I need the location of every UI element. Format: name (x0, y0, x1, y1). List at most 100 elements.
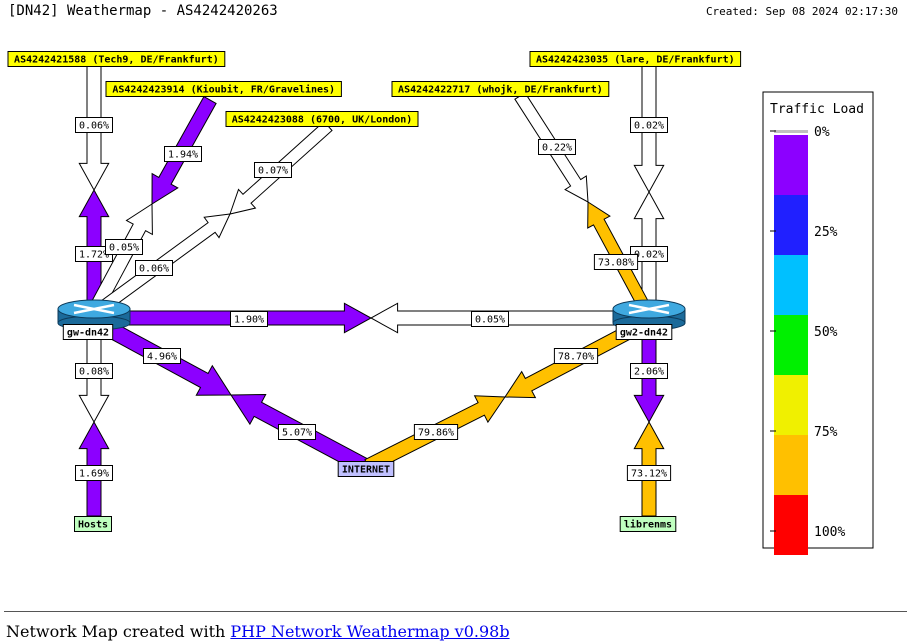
label-gw2-gw-text: 0.05% (475, 315, 505, 326)
node-lare-text: AS4242423035 (lare, DE/Frankfurt) (536, 55, 735, 66)
node-kioubit-box (105, 81, 342, 97)
label-lare-down-box (630, 117, 668, 133)
label-whojk-up-text: 73.08% (598, 258, 634, 269)
node-gw2-dn42-text: gw2-dn42 (620, 328, 668, 339)
label-gw-internet-box (143, 348, 181, 364)
label-whojk-down: 0.22% (538, 139, 576, 155)
node-tech9: AS4242421588 (Tech9, DE/Frankfurt) (7, 51, 226, 67)
footer-text: Network Map created with (6, 622, 231, 641)
node-lare: AS4242423035 (lare, DE/Frankfurt) (529, 51, 742, 67)
node-gw-dn42: gw-dn42 (62, 324, 114, 340)
legend-band (774, 375, 808, 435)
node-tech9-box (7, 51, 226, 67)
label-tech9-down-box (75, 117, 113, 133)
legend-label: 100% (814, 525, 845, 540)
link-gw-to-kioubit (87, 203, 153, 316)
label-gw2-librenms: 2.06% (630, 363, 668, 379)
legend-band (774, 195, 808, 255)
node-kioubit: AS4242423914 (Kioubit, FR/Gravelines) (105, 81, 342, 97)
label-internet-gw-text: 5.07% (282, 428, 312, 439)
node-hosts: Hosts (74, 516, 112, 532)
label-london-up-box (135, 260, 173, 276)
node-whojk-text: AS4242422717 (whojk, DE/Frankfurt) (398, 84, 603, 96)
label-gw2-librenms-box (630, 363, 668, 379)
label-internet-gw2-box (413, 424, 459, 440)
legend-band (774, 435, 808, 495)
router-gw-dn42-icon-arrows-icon (73, 303, 115, 315)
label-kioubit-up-text: 0.05% (109, 243, 139, 254)
node-lare-box (529, 51, 742, 67)
label-gw-gw2-box (230, 311, 268, 327)
label-gw-hosts-box (75, 363, 113, 379)
node-gw-dn42-box (62, 324, 114, 340)
label-kioubit-down-box (164, 146, 202, 162)
legend-title: Traffic Load (770, 102, 864, 117)
node-librenms-text: librenms (624, 519, 672, 531)
node-kioubit-text: AS4242423914 (Kioubit, FR/Gravelines) (112, 84, 335, 96)
label-tech9-down-text: 0.06% (79, 121, 109, 132)
legend-band (774, 255, 808, 315)
label-whojk-down-box (538, 139, 576, 155)
node-gw-dn42-text: gw-dn42 (67, 328, 109, 339)
legend-label: 75% (814, 425, 838, 440)
node-whojk-box (391, 81, 610, 97)
legend-band (774, 135, 808, 195)
label-gw2-gw: 0.05% (471, 311, 509, 327)
label-gw-hosts-text: 0.08% (79, 367, 109, 378)
footer: Network Map created with PHP Network Wea… (6, 622, 510, 641)
label-internet-gw: 5.07% (278, 424, 316, 440)
label-kioubit-up: 0.05% (105, 239, 143, 255)
label-whojk-up: 73.08% (593, 254, 639, 270)
label-librenms-gw2: 73.12% (626, 465, 672, 481)
label-gw2-internet-box (553, 348, 599, 364)
label-gw-hosts: 0.08% (75, 363, 113, 379)
created-timestamp: Created: Sep 08 2024 02:17:30 (706, 5, 898, 18)
label-london-up: 0.06% (135, 260, 173, 276)
label-internet-gw2-text: 79.86% (418, 428, 454, 439)
legend-label: 25% (814, 225, 838, 240)
label-internet-gw-box (278, 424, 316, 440)
label-librenms-gw2-box (626, 465, 672, 481)
label-london-up-text: 0.06% (139, 264, 169, 275)
map-title: [DN42] Weathermap - AS4242420263 (8, 3, 278, 19)
legend-band (774, 315, 808, 375)
label-librenms-gw2-text: 73.12% (631, 469, 667, 480)
label-kioubit-down-text: 1.94% (168, 150, 198, 161)
label-kioubit-up-box (105, 239, 143, 255)
label-gw-internet-text: 4.96% (147, 352, 177, 363)
weathermap-link[interactable]: PHP Network Weathermap v0.98b (230, 622, 510, 641)
node-tech9-text: AS4242421588 (Tech9, DE/Frankfurt) (14, 55, 219, 66)
label-gw2-internet-text: 78.70% (558, 352, 594, 363)
label-gw2-gw-box (471, 311, 509, 327)
node-london-box (225, 111, 419, 127)
label-gw-internet: 4.96% (143, 348, 181, 364)
label-kioubit-down: 1.94% (164, 146, 202, 162)
label-lare-down: 0.02% (630, 117, 668, 133)
label-hosts-gw-text: 1.69% (79, 469, 109, 480)
router-gw2-dn42-icon-arrows-icon (628, 303, 670, 315)
footer-divider (4, 611, 907, 612)
node-london: AS4242423088 (6700, UK/London) (225, 111, 419, 127)
node-librenms-box (619, 516, 677, 532)
legend-band (774, 495, 808, 555)
legend-label: 50% (814, 325, 838, 340)
label-gw-gw2: 1.90% (230, 311, 268, 327)
label-london-down-text: 0.07% (258, 166, 288, 177)
node-internet-text: INTERNET (342, 465, 390, 476)
label-lare-down-text: 0.02% (634, 121, 664, 132)
node-librenms: librenms (619, 516, 677, 532)
label-internet-gw2: 79.86% (413, 424, 459, 440)
label-tech9-down: 0.06% (75, 117, 113, 133)
label-lare-up-text: 0.02% (634, 250, 664, 261)
node-gw2-dn42: gw2-dn42 (615, 324, 673, 340)
label-gw2-librenms-text: 2.06% (634, 367, 664, 378)
label-whojk-up-box (593, 254, 639, 270)
router-gw-dn42-icon[interactable] (57, 299, 131, 331)
legend-band-zero (774, 130, 808, 133)
label-hosts-gw-box (75, 465, 113, 481)
node-london-text: AS4242423088 (6700, UK/London) (232, 115, 413, 126)
label-gw2-internet: 78.70% (553, 348, 599, 364)
node-internet-box (337, 461, 395, 477)
